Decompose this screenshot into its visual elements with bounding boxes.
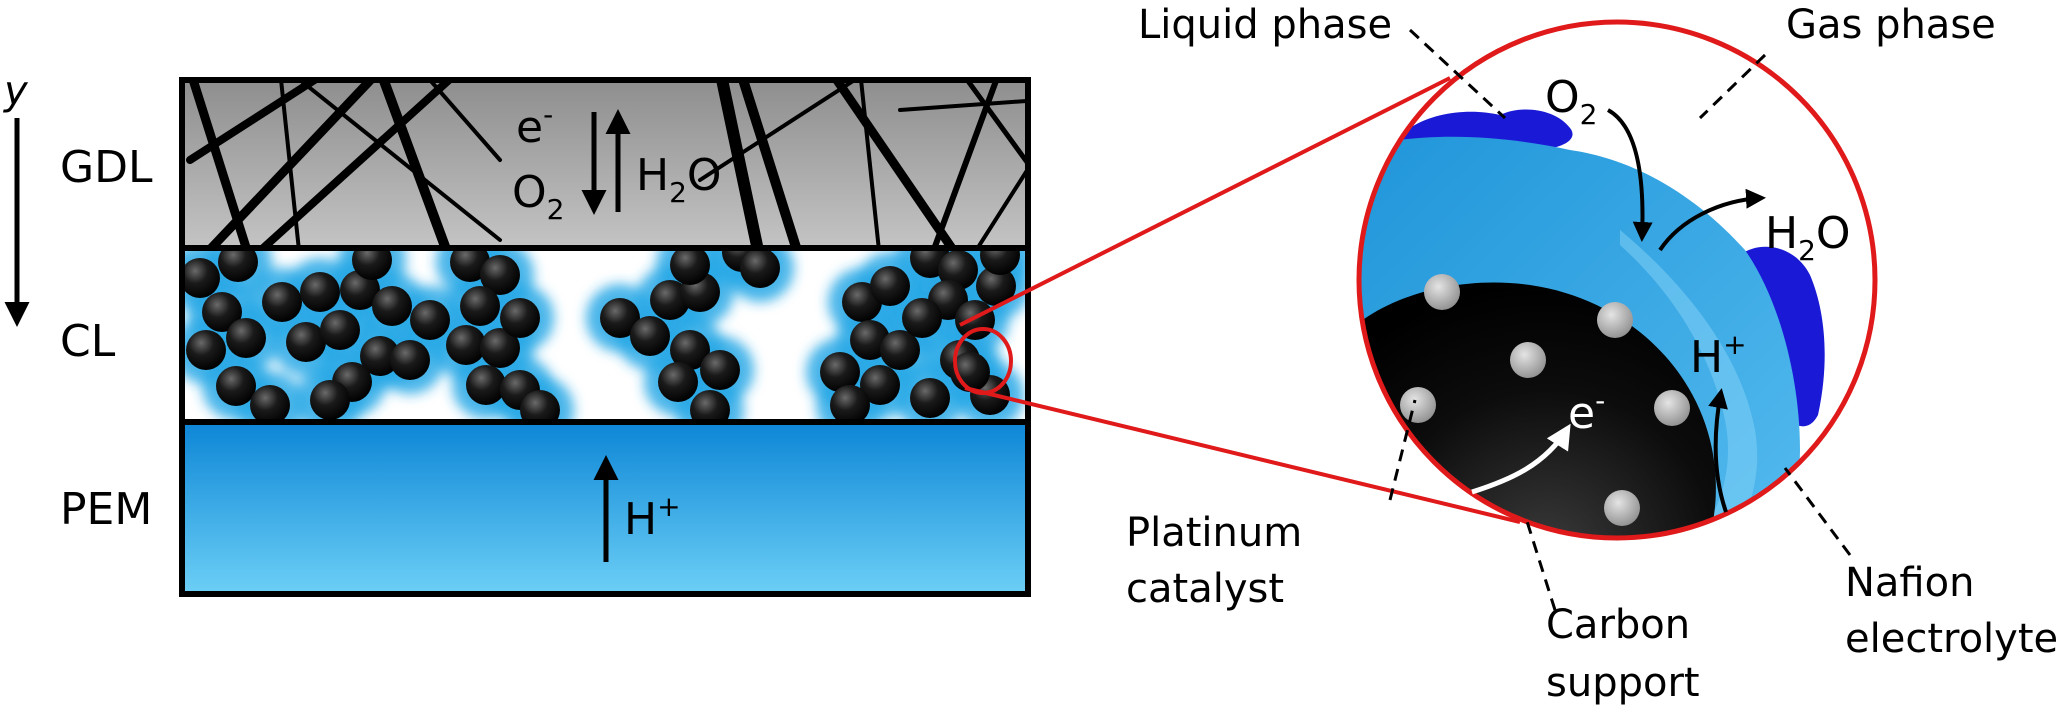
pem-label: PEM [60,484,152,535]
nafion-inner-highlight [1620,230,1758,538]
carbon-particle [286,322,326,362]
carbon-particle [870,266,910,306]
carbon-particle [320,310,360,350]
gdl-label: GDL [60,142,153,193]
y-axis-label: y [3,68,29,114]
carbon-particle [976,266,1016,306]
platinum-particles [1400,274,1690,526]
gdl-water-label: H2O [636,150,722,209]
carbon-particle [218,248,258,282]
carbon-particle [700,350,740,390]
carbon-label-line2: support [1546,660,1700,706]
carbon-particle [310,380,350,420]
platinum-particle [1400,387,1436,423]
pem-proton-label: H+ [624,490,681,545]
carbon-particle [860,365,900,405]
oxygen-in-arrow [1606,108,1653,242]
carbon-particle [446,325,486,365]
carbon-particle [300,272,340,312]
cl-label: CL [60,316,116,367]
carbon-particle [670,330,710,370]
carbon-label-line1: Carbon [1546,602,1690,648]
carbon-particle [670,248,710,285]
electron-arrow [1471,423,1571,495]
liquid-phase-label: Liquid phase [1138,2,1392,48]
platinum-particle [1654,390,1690,426]
carbon-particle [360,336,400,376]
carbon-particle [352,248,392,280]
nafion-label-line2: electrolyte [1845,616,2058,662]
carbon-particle [658,362,698,402]
carbon-particle [340,270,380,310]
carbon-particle [520,390,560,422]
carbon-particle [740,248,780,288]
zoom-water-label: H2O [1765,208,1851,267]
platinum-particle [1424,274,1460,310]
carbon-particle [410,300,450,340]
pem-layer: H+ [179,419,1031,597]
platinum-particle [1604,490,1640,526]
gdl-fibers [186,80,1028,248]
carbon-particle [600,298,640,338]
carbon-particle [250,385,290,422]
carbon-particle [500,298,540,338]
nafion-label-line1: Nafion [1845,560,1974,606]
platinum-particle [1510,342,1546,378]
carbon-particle [460,286,500,326]
platinum-label-line1: Platinum [1126,510,1302,556]
gdl-layer [179,77,1031,251]
carbon-particle [880,330,920,370]
carbon-particle [216,366,256,406]
cl-layer [179,245,1031,425]
carbon-particle [226,318,266,358]
zoom-electron-label: e- [1568,384,1605,439]
carbon-particle [902,298,942,338]
carbon-particle [182,258,220,298]
gdl-species: e- O2 H2O [512,98,722,226]
magnifier-connector [953,76,1521,524]
carbon-particle [630,316,670,356]
carbon-particle [372,286,412,326]
gas-phase-label: Gas phase [1786,2,1996,48]
carbon-particle [262,282,302,322]
gdl-electron-label: e- [516,98,553,153]
carbon-particle [450,248,490,282]
carbon-particle [466,365,506,405]
y-axis: y [3,68,30,327]
zoom-proton-label: H+ [1690,328,1747,383]
carbon-particle [690,390,730,422]
carbon-particle [830,385,870,422]
gdl-oxygen-label: O2 [512,167,564,226]
zoom-oxygen-label: O2 [1545,72,1597,131]
carbon-particle [480,255,520,295]
carbon-particle [390,340,430,380]
carbon-particle [910,378,950,418]
water-out-arrow [1658,188,1766,252]
carbon-particle [202,292,242,332]
carbon-particle [955,300,995,340]
carbon-particle [650,280,690,320]
carbon-particle [820,352,860,392]
cl-carbon-particles [182,248,1020,422]
carbon-particle [980,248,1020,275]
platinum-label-line2: catalyst [1126,566,1284,612]
carbon-particle [480,328,520,368]
carbon-support [1359,282,1716,538]
zoom-view: O2 H2O H+ e- [1356,19,1878,541]
platinum-particle [1597,302,1633,338]
proton-up-arrow [1708,388,1728,513]
callout-lines [1388,28,1852,611]
carbon-particle [186,330,226,370]
